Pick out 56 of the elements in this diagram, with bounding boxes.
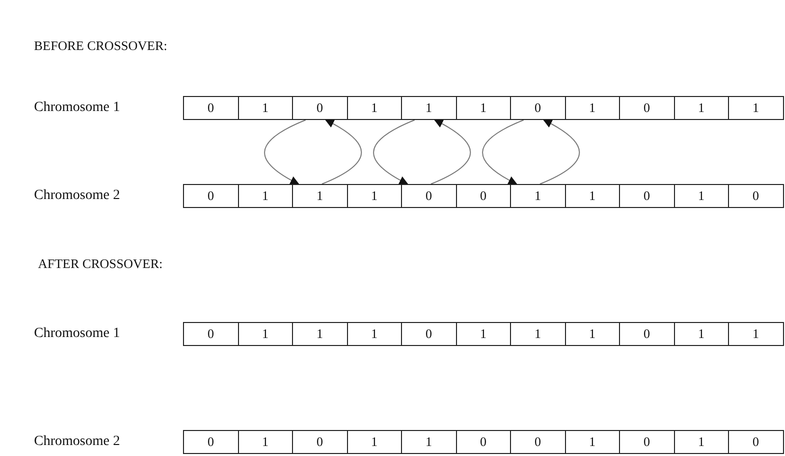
gene-cell: 0 <box>510 96 566 120</box>
gene-cell: 0 <box>401 184 456 208</box>
curved-arrow <box>373 120 416 184</box>
gene-cell: 1 <box>564 96 620 120</box>
gene-cell: 1 <box>401 430 456 454</box>
gene-cell: 1 <box>456 322 511 346</box>
gene-cell: 1 <box>564 322 620 346</box>
gene-cell: 0 <box>510 430 566 454</box>
section-heading: BEFORE CROSSOVER: <box>34 38 168 54</box>
gene-cell: 1 <box>238 184 293 208</box>
gene-cell: 0 <box>183 184 238 208</box>
gene-cell: 0 <box>619 430 674 454</box>
gene-cell: 1 <box>292 322 348 346</box>
gene-cell: 1 <box>292 184 348 208</box>
gene-cell: 0 <box>619 184 674 208</box>
chromosome-label: Chromosome 1 <box>34 326 120 342</box>
gene-cell: 1 <box>346 430 402 454</box>
gene-cell: 1 <box>674 430 729 454</box>
gene-cell: 0 <box>456 430 511 454</box>
gene-cell: 0 <box>456 184 511 208</box>
gene-cell: 1 <box>674 322 729 346</box>
gene-cell: 0 <box>292 96 348 120</box>
gene-cell: 0 <box>183 430 238 454</box>
gene-cell: 0 <box>183 322 238 346</box>
gene-cell: 0 <box>292 430 348 454</box>
gene-cell: 1 <box>510 322 566 346</box>
gene-cell: 0 <box>619 96 674 120</box>
section-heading: AFTER CROSSOVER: <box>38 256 163 272</box>
gene-cell: 0 <box>183 96 238 120</box>
gene-cell: 1 <box>346 322 402 346</box>
curved-arrow <box>264 120 306 184</box>
gene-cell: 1 <box>238 430 293 454</box>
gene-cell: 1 <box>728 322 784 346</box>
chromosome-label: Chromosome 1 <box>34 100 120 116</box>
gene-cell: 1 <box>564 430 620 454</box>
curved-arrow <box>539 120 580 184</box>
gene-cell: 1 <box>238 322 293 346</box>
curved-arrow <box>321 120 362 184</box>
curved-arrow <box>482 120 524 184</box>
gene-cell: 1 <box>674 96 729 120</box>
chromosome-label: Chromosome 2 <box>34 434 120 450</box>
gene-cell: 1 <box>564 184 620 208</box>
gene-cell: 1 <box>346 184 402 208</box>
gene-cell: 0 <box>728 430 784 454</box>
gene-cell: 1 <box>346 96 402 120</box>
gene-cell: 1 <box>456 96 511 120</box>
gene-cell: 0 <box>401 322 456 346</box>
curved-arrow <box>430 120 471 184</box>
gene-cell: 1 <box>674 184 729 208</box>
gene-cell: 1 <box>510 184 566 208</box>
gene-cell: 0 <box>619 322 674 346</box>
gene-cell: 1 <box>728 96 784 120</box>
gene-cell: 1 <box>401 96 456 120</box>
gene-cell: 1 <box>238 96 293 120</box>
gene-cell: 0 <box>728 184 784 208</box>
chromosome-label: Chromosome 2 <box>34 188 120 204</box>
